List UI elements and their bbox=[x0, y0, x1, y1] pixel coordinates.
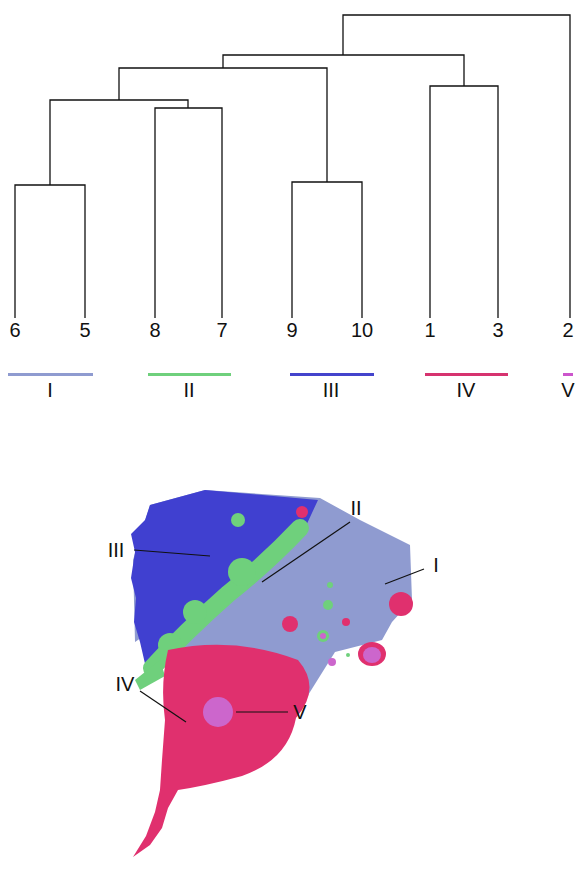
leader-lines bbox=[134, 522, 424, 722]
leaf-number: 5 bbox=[79, 319, 90, 341]
cluster-numeral: I bbox=[47, 379, 53, 401]
dendrogram-branch bbox=[343, 15, 570, 318]
leaf-number: 7 bbox=[216, 319, 227, 341]
map-region-label: III bbox=[108, 539, 125, 561]
cluster-bars bbox=[8, 373, 573, 376]
leader-line bbox=[134, 550, 210, 556]
map-region-label: V bbox=[293, 701, 306, 723]
leaf-number: 6 bbox=[9, 319, 20, 341]
cluster-bar bbox=[425, 373, 508, 376]
cluster-numeral: IV bbox=[457, 379, 476, 401]
region-v-spot bbox=[320, 633, 326, 639]
leader-line bbox=[385, 569, 424, 584]
dendrogram-branch bbox=[430, 86, 498, 318]
map-region-label: I bbox=[433, 554, 439, 576]
leader-line bbox=[262, 522, 350, 582]
dendrogram-branch bbox=[119, 68, 327, 182]
dendrogram-branch bbox=[155, 108, 222, 318]
cluster-numeral: III bbox=[323, 379, 340, 401]
region-iv-spot bbox=[282, 616, 298, 632]
cluster-bar bbox=[563, 373, 573, 376]
region-ii-spot bbox=[327, 582, 333, 588]
region-iv-spot bbox=[342, 618, 350, 626]
leader-line bbox=[236, 711, 288, 712]
region-ii-spot bbox=[317, 630, 329, 642]
region-ii-spot bbox=[323, 600, 333, 610]
region-v-spot bbox=[363, 647, 381, 663]
cluster-bar bbox=[8, 373, 93, 376]
leader-line bbox=[140, 691, 186, 722]
leaf-number: 8 bbox=[149, 319, 160, 341]
cluster-bar bbox=[290, 373, 374, 376]
region-iii bbox=[131, 490, 318, 668]
leaf-number: 10 bbox=[351, 319, 373, 341]
region-v-spot bbox=[328, 658, 336, 666]
region-iv-spot bbox=[296, 506, 308, 518]
map bbox=[131, 490, 413, 857]
region-ii-lobe bbox=[228, 558, 256, 586]
region-iv bbox=[133, 645, 310, 857]
dendrogram bbox=[15, 15, 570, 318]
map-region-label: II bbox=[350, 497, 361, 519]
region-iv-spot bbox=[358, 642, 386, 666]
dendrogram-branch bbox=[50, 100, 188, 185]
leaf-number: 9 bbox=[286, 319, 297, 341]
cluster-bar bbox=[148, 373, 231, 376]
region-v bbox=[203, 697, 233, 727]
region-ii-spot bbox=[346, 653, 350, 657]
leaf-number: 2 bbox=[562, 319, 573, 341]
leaf-number: 3 bbox=[492, 319, 503, 341]
dendrogram-branch bbox=[15, 185, 85, 318]
map-region-label: IV bbox=[116, 673, 135, 695]
region-ii-lobe bbox=[183, 600, 207, 624]
region-ii-spot bbox=[231, 513, 245, 527]
region-ii-tail bbox=[135, 660, 165, 690]
region-iv-spot bbox=[389, 592, 413, 616]
cluster-numeral: V bbox=[561, 379, 574, 401]
cluster-numeral: II bbox=[183, 379, 194, 401]
dendrogram-branch bbox=[292, 182, 362, 318]
dendrogram-branch bbox=[223, 55, 464, 86]
leaf-number: 1 bbox=[424, 319, 435, 341]
